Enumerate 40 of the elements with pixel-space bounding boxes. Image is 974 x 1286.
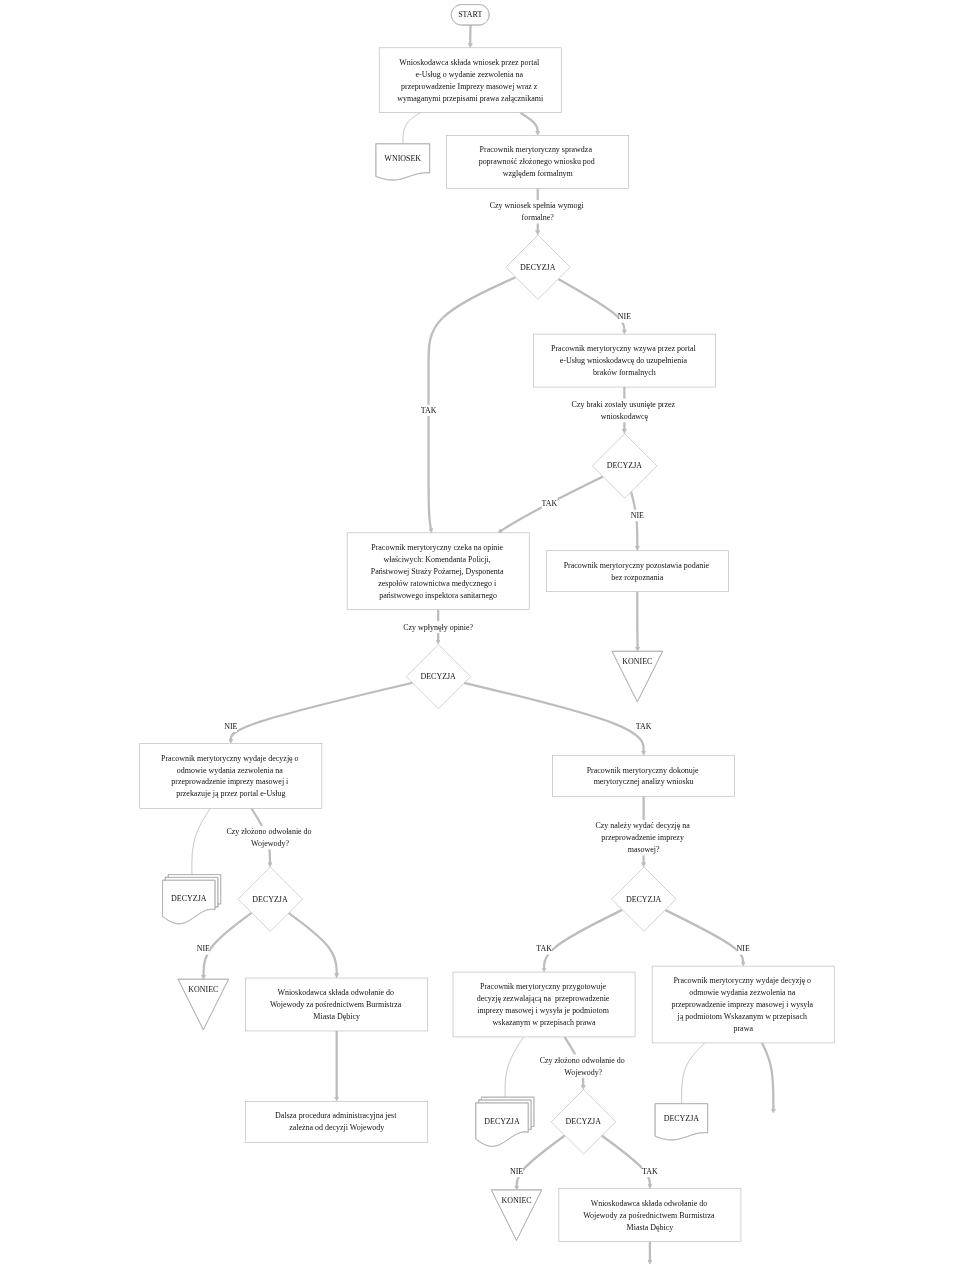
node-box xyxy=(533,333,716,388)
arrow xyxy=(514,1134,566,1191)
node-box xyxy=(552,755,735,797)
connector xyxy=(191,807,211,876)
node-box xyxy=(346,532,530,610)
arrow xyxy=(467,25,473,48)
arrow xyxy=(629,491,640,551)
node-box xyxy=(558,1188,742,1242)
node-box xyxy=(546,550,729,592)
node-box xyxy=(446,135,630,189)
node-box xyxy=(378,47,562,113)
node-diamond xyxy=(237,866,303,932)
arrow xyxy=(635,591,641,652)
arrow xyxy=(760,1042,776,1114)
connector xyxy=(504,1036,524,1098)
arrow xyxy=(557,277,627,335)
arrow xyxy=(664,908,746,967)
node-diamond xyxy=(505,234,571,300)
arrow xyxy=(201,912,253,980)
arrow xyxy=(519,111,541,136)
node-box xyxy=(139,743,323,809)
arrow xyxy=(287,912,340,979)
arrow xyxy=(497,475,604,534)
arrow xyxy=(541,908,623,973)
node-box xyxy=(245,1101,428,1143)
connector xyxy=(402,112,421,145)
arrow xyxy=(334,1030,340,1102)
arrow xyxy=(463,681,647,756)
arrow xyxy=(601,1134,653,1189)
arrow xyxy=(228,681,413,744)
node-diamond xyxy=(592,433,658,499)
node-box xyxy=(651,965,835,1044)
arrow xyxy=(427,276,517,534)
node-diamond xyxy=(551,1089,616,1155)
node-diamond xyxy=(611,866,677,932)
node-box xyxy=(245,977,428,1032)
connector xyxy=(681,1042,706,1105)
node-box xyxy=(452,971,636,1038)
arrow xyxy=(647,1241,653,1265)
node-diamond xyxy=(405,644,471,710)
